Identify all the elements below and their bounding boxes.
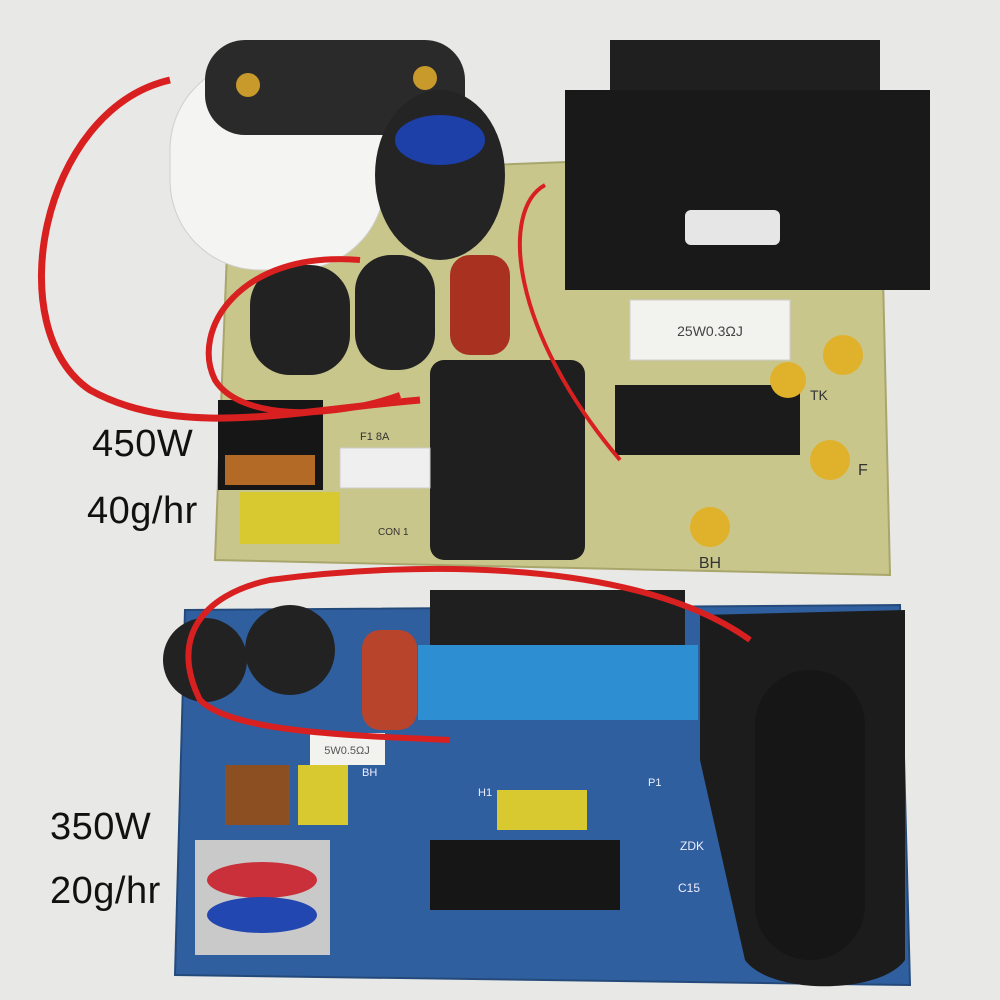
p1-label: P1 — [648, 777, 661, 789]
resistor-label: 25W0.3ΩJ — [677, 323, 743, 339]
zdk-label: ZDK — [680, 839, 704, 853]
tk-label: TK — [810, 387, 829, 403]
resistor-label-2: 5W0.5ΩJ — [324, 745, 370, 757]
con-label: CON 1 — [378, 527, 409, 538]
power-resistor — [629, 299, 791, 361]
heatsink — [565, 90, 930, 290]
h1-label: H1 — [478, 787, 492, 799]
fuse — [339, 447, 431, 489]
bh-label-2: BH — [362, 767, 377, 779]
c15-label: C15 — [678, 881, 700, 895]
board-450w: 25W0.3ΩJ F1 8A CON 1 BH TK F — [37, 40, 930, 577]
board-350w: ZDK C15 H1 BH P1 5W0.5ΩJ — [163, 565, 912, 987]
board-450w-output-label: 40g/hr — [87, 490, 198, 532]
board-350w-power-label: 350W — [50, 806, 152, 848]
film-capacitor — [362, 630, 417, 730]
f-label: F — [858, 462, 868, 479]
bh-label: BH — [699, 555, 721, 572]
capacitor — [245, 605, 335, 695]
transformer — [430, 360, 585, 560]
high-voltage-wire — [185, 565, 752, 743]
capacitor — [355, 255, 435, 370]
fuse-label: F1 8A — [360, 431, 390, 443]
inductor — [225, 765, 290, 825]
film-capacitor — [450, 255, 510, 355]
capacitor — [250, 265, 350, 375]
heatsink — [418, 645, 698, 720]
x-capacitor — [240, 492, 340, 544]
board-350w-output-label: 20g/hr — [50, 870, 161, 912]
capacitor — [163, 618, 247, 702]
board-450w-power-label: 450W — [92, 423, 194, 465]
